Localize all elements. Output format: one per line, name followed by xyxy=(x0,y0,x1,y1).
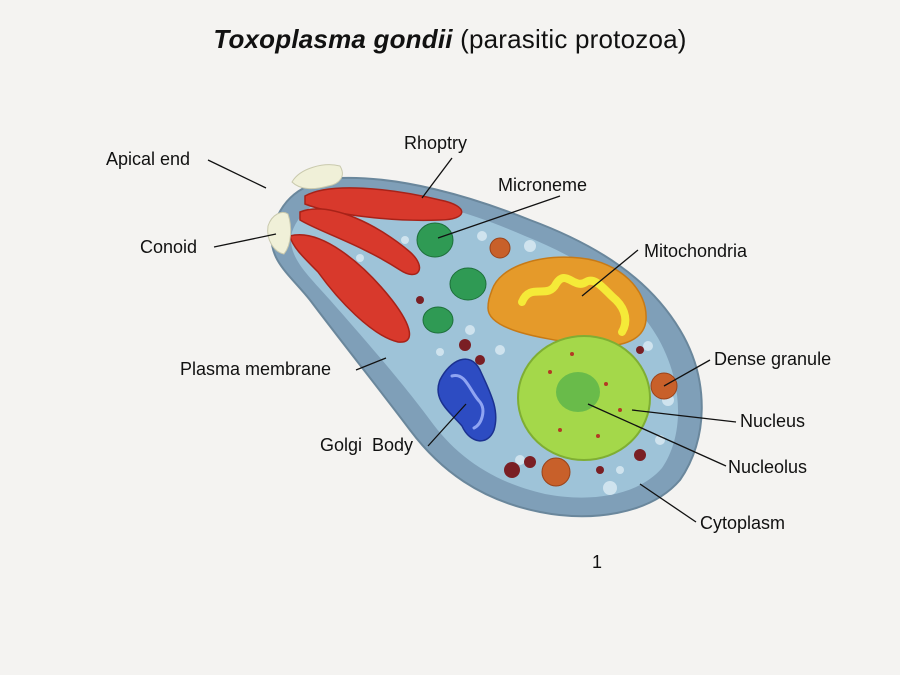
page-title: Toxoplasma gondii (parasitic protozoa) xyxy=(0,24,900,55)
microneme-organelles xyxy=(416,222,487,334)
leader-line-cytoplasm xyxy=(639,483,697,523)
label-dense-granule: Dense granule xyxy=(714,349,832,369)
golgi-body-organelle xyxy=(437,358,497,442)
leader-line-rhoptry xyxy=(421,157,453,199)
leader-line-microneme xyxy=(437,195,561,239)
label-microneme: Microneme xyxy=(498,175,588,195)
label-plasma-membrane: Plasma membrane xyxy=(180,359,332,379)
title-scientific-name: Toxoplasma gondii xyxy=(213,24,453,54)
leader-line-nucleus xyxy=(631,409,737,423)
label-nucleus: Nucleus xyxy=(740,411,806,431)
mitochondria-body xyxy=(487,256,647,347)
leader-line-dense-granule xyxy=(663,359,711,387)
microneme-1 xyxy=(416,222,454,258)
dense-granules xyxy=(489,237,678,487)
rhoptry-3 xyxy=(289,234,411,343)
leader-lines xyxy=(207,157,737,523)
conoid-cap-top xyxy=(291,164,343,190)
label-apical-end: Apical end xyxy=(106,149,191,169)
label-nucleolus: Nucleolus xyxy=(728,457,808,477)
leader-line-apical-end xyxy=(207,159,267,189)
mitochondria-organelle xyxy=(487,256,647,347)
label-rhoptry: Rhoptry xyxy=(404,133,468,153)
label-conoid: Conoid xyxy=(140,237,198,257)
dense-granule-3 xyxy=(489,237,511,259)
microneme-2 xyxy=(449,267,487,301)
rhoptry-2 xyxy=(299,208,421,276)
mitochondria-cristae xyxy=(518,274,630,336)
title-common-name: (parasitic protozoa) xyxy=(460,24,687,54)
nucleolus-body xyxy=(556,372,600,412)
conoid-cap-side xyxy=(267,212,292,255)
microneme-3 xyxy=(422,306,454,334)
rhoptry-organelles xyxy=(289,187,463,343)
leader-line-plasma-membrane xyxy=(355,357,387,371)
label-mitochondria: Mitochondria xyxy=(644,241,748,261)
label-cytoplasm: Cytoplasm xyxy=(700,513,786,533)
label-golgi-body: Golgi Body xyxy=(320,435,414,455)
dense-granule-2 xyxy=(541,457,571,487)
cell-model xyxy=(267,164,703,518)
leader-line-conoid xyxy=(213,233,277,248)
leader-line-golgi-body xyxy=(427,403,467,447)
cytoplasm-dark-particles xyxy=(416,296,646,478)
page-number: 1 xyxy=(592,552,603,572)
nucleus-organelle xyxy=(517,335,651,461)
leader-line-nucleolus xyxy=(587,403,727,467)
leader-line-mitochondria xyxy=(581,249,639,297)
conoid-structures xyxy=(267,164,343,255)
